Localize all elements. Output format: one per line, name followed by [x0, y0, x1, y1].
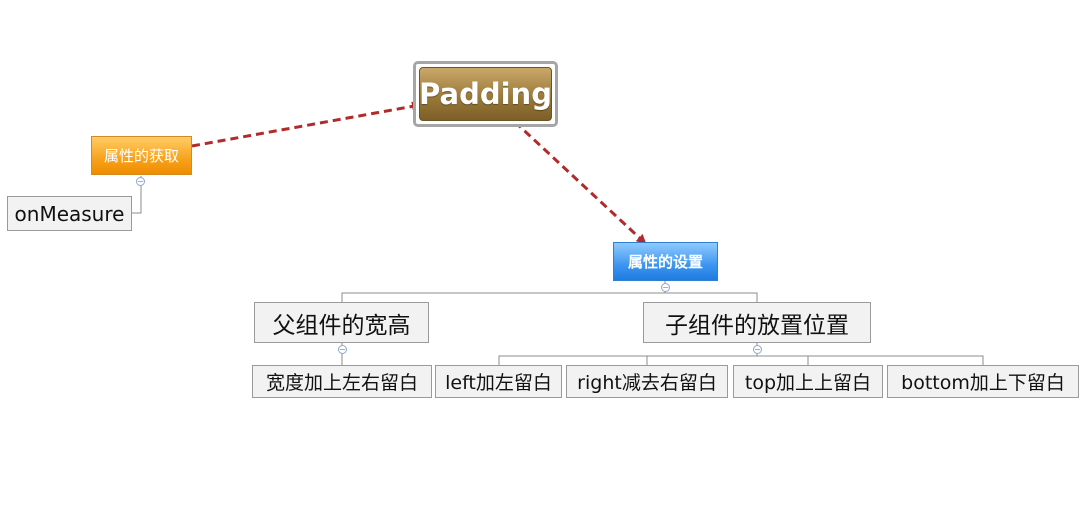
width-padding-label: 宽度加上左右留白: [265, 372, 418, 394]
onmeasure-label: onMeasure: [14, 201, 125, 226]
top-padding-label: top加上上留白: [744, 372, 872, 394]
top-padding-node[interactable]: top加上上留白: [733, 365, 883, 398]
right-padding-label: right减去右留白: [577, 372, 717, 394]
child-position-label: 子组件的放置位置: [665, 312, 849, 339]
left-padding-node[interactable]: left加左留白: [435, 365, 562, 398]
edge-setting-groups: [341, 281, 758, 302]
root-label: Padding: [419, 67, 552, 121]
setting-node[interactable]: 属性的设置: [613, 242, 718, 281]
width-padding-node[interactable]: 宽度加上左右留白: [252, 365, 432, 398]
onmeasure-node[interactable]: onMeasure: [7, 196, 132, 231]
edge-getting-onmeasure: [131, 176, 142, 214]
collapse-icon[interactable]: −: [753, 345, 762, 354]
arrow-getting-to-root: [191, 101, 422, 148]
setting-label: 属性的设置: [627, 253, 703, 271]
child-position-node[interactable]: 子组件的放置位置: [643, 302, 871, 343]
left-padding-label: left加左留白: [445, 372, 552, 394]
bottom-padding-node[interactable]: bottom加上下留白: [887, 365, 1079, 398]
collapse-icon[interactable]: −: [136, 177, 145, 186]
collapse-icon[interactable]: −: [338, 345, 347, 354]
getting-label: 属性的获取: [103, 147, 179, 165]
arrow-root-to-setting: [513, 120, 647, 245]
bottom-padding-label: bottom加上下留白: [901, 372, 1065, 394]
collapse-icon[interactable]: −: [661, 283, 670, 292]
right-padding-node[interactable]: right减去右留白: [566, 365, 728, 398]
getting-node[interactable]: 属性的获取: [91, 136, 192, 175]
edge-childgroup-children: [498, 342, 984, 366]
parent-size-node[interactable]: 父组件的宽高: [254, 302, 429, 343]
root-node[interactable]: Padding: [413, 61, 558, 127]
parent-size-label: 父组件的宽高: [272, 312, 411, 339]
